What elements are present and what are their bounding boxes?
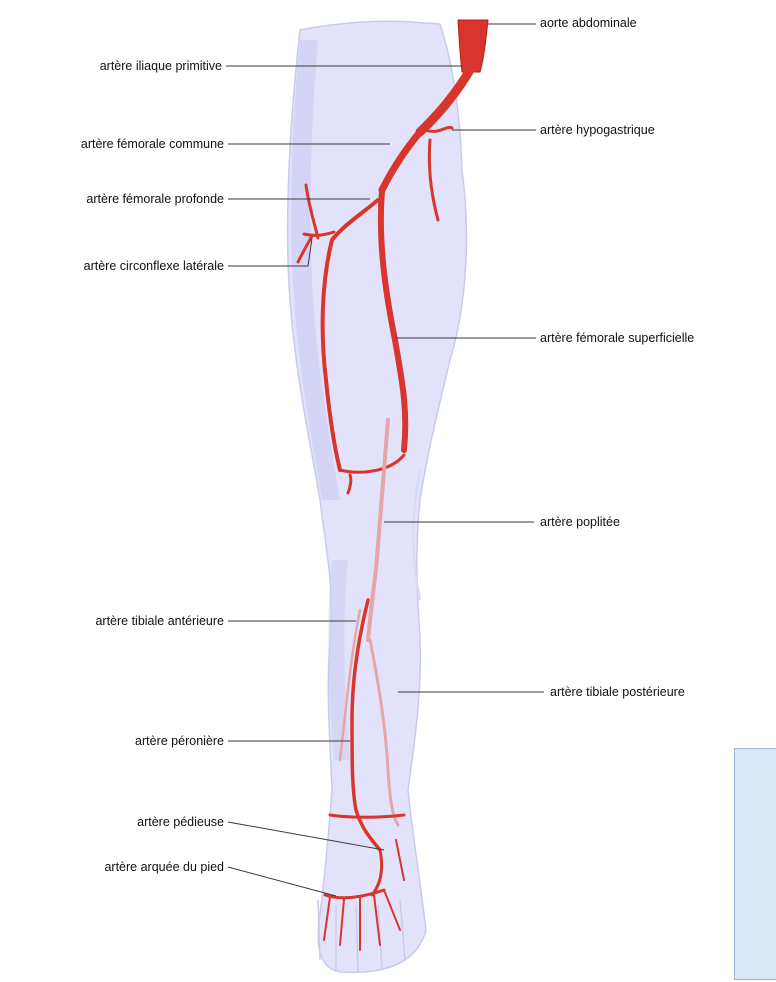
label-aorte-abdominale: aorte abdominale [540, 16, 637, 30]
label-circonflexe-laterale: artère circonflexe latérale [84, 259, 224, 273]
label-tibiale-posterieure: artère tibiale postérieure [550, 685, 685, 699]
label-femorale-superficielle: artère fémorale superficielle [540, 331, 694, 345]
label-arquee-pied: artère arquée du pied [104, 860, 224, 874]
label-pedieuse: artère pédieuse [137, 815, 224, 829]
leg-silhouette [288, 21, 467, 972]
label-femorale-commune: artère fémorale commune [81, 137, 224, 151]
aorte-abdominale-vessel [458, 20, 488, 72]
leader-arquee [228, 867, 336, 896]
label-tibiale-anterieure: artère tibiale antérieure [95, 614, 224, 628]
label-peroniere: artère péronière [135, 734, 224, 748]
label-femorale-profonde: artère fémorale profonde [86, 192, 224, 206]
label-hypogastrique: artère hypogastrique [540, 123, 655, 137]
label-iliaque-primitive: artère iliaque primitive [100, 59, 222, 73]
empty-note-box [734, 748, 776, 980]
label-poplitee: artère poplitée [540, 515, 620, 529]
